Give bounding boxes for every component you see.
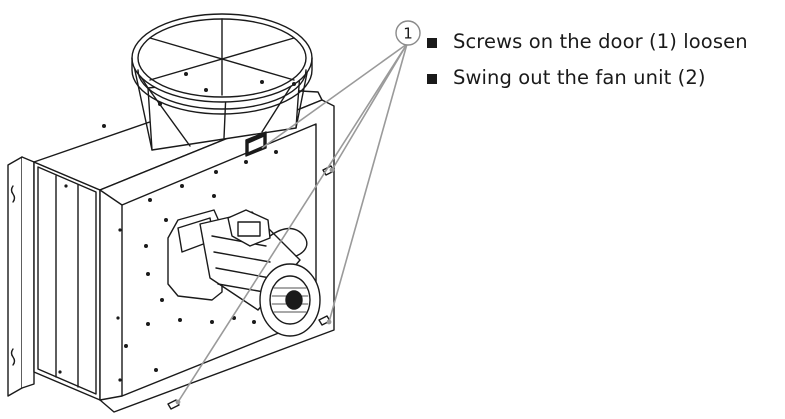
instruction-text: Screws on the door (1) loosen	[453, 30, 748, 53]
instruction-item-loosen-screws: Screws on the door (1) loosen	[427, 24, 748, 60]
panel-rivets	[58, 72, 296, 382]
instruction-item-swing-out: Swing out the fan unit (2)	[427, 60, 748, 96]
flange-slot-bottom	[10, 348, 16, 366]
housing-side-panel	[33, 161, 101, 401]
leader-end-dots	[175, 167, 335, 405]
bullet-square-icon	[427, 38, 437, 48]
leader-line-4	[261, 43, 408, 149]
callout-leaders	[177, 43, 408, 403]
bullet-square-icon	[427, 74, 437, 84]
instruction-text: Swing out the fan unit (2)	[453, 66, 706, 89]
inlet-ring	[131, 13, 313, 115]
callout-marker: 1	[395, 20, 421, 46]
instruction-list: Screws on the door (1) loosen Swing out …	[427, 24, 748, 96]
name-plate	[245, 131, 267, 157]
mounting-flange	[7, 156, 35, 397]
flange-slot-top	[10, 185, 16, 203]
leader-line-3	[177, 43, 408, 403]
callout-number: 1	[403, 25, 413, 43]
leader-line-2	[328, 43, 408, 323]
fan-motor	[167, 209, 321, 337]
